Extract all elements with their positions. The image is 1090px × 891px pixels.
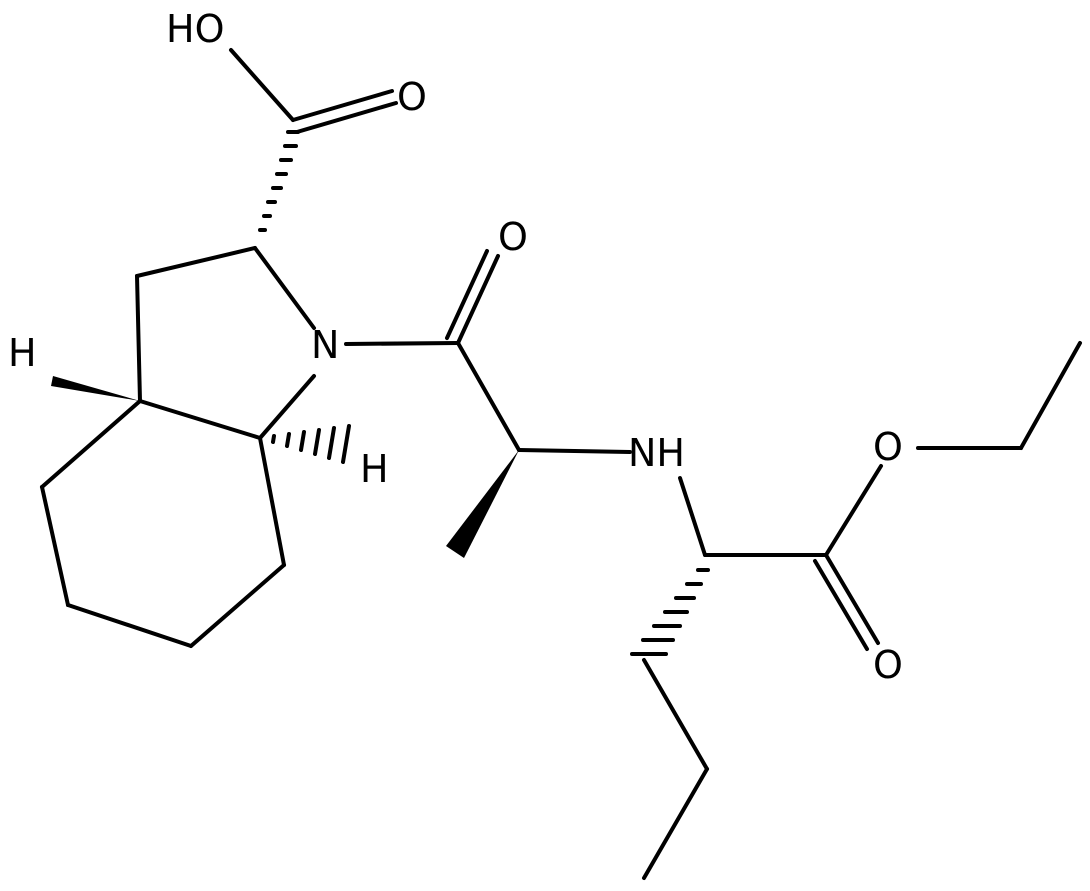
bond-c2-n xyxy=(253,246,316,330)
label-ester-oxygen: O xyxy=(873,425,903,469)
label-amine: NH xyxy=(628,431,685,475)
wedge-h3a xyxy=(51,376,140,401)
label-h-3a: H xyxy=(8,331,37,375)
hash-propyl xyxy=(630,568,710,656)
bond-n-camide xyxy=(344,341,460,346)
bond-nh-cbeta xyxy=(678,476,707,557)
bond-n-c7a xyxy=(258,374,316,440)
label-ring-nitrogen: N xyxy=(311,323,339,367)
atom-labels: HO O O N H H NH O O xyxy=(8,7,903,687)
label-amide-oxygen: O xyxy=(498,215,528,259)
hash-h7a xyxy=(271,424,351,464)
bond-c4-c5 xyxy=(40,485,70,607)
bond-calpha-nh xyxy=(517,448,632,454)
label-acid-carbonyl-oxygen: O xyxy=(397,75,427,119)
acid-carbonyl-line-2 xyxy=(295,101,398,134)
acid-carbonyl-line-1 xyxy=(291,89,394,122)
ester-carbonyl-line-2 xyxy=(813,559,869,651)
bond-c5-c6 xyxy=(66,603,193,648)
label-ester-carbonyl-oxygen: O xyxy=(873,643,903,687)
bond-propyl-1 xyxy=(642,658,709,771)
bond-cester-oester xyxy=(824,464,883,557)
bond-c3a-c7a xyxy=(138,399,262,440)
ester-carbonyl-line-1 xyxy=(824,553,880,645)
label-hydroxyl: HO xyxy=(166,7,224,51)
bond-propyl-2 xyxy=(642,767,709,880)
bond-c3a-c4 xyxy=(40,399,142,489)
bond-oh-c xyxy=(229,48,295,122)
plain-bonds xyxy=(40,48,1082,880)
label-h-7a: H xyxy=(360,447,389,491)
double-bonds xyxy=(291,89,880,651)
bond-ch2-ch3 xyxy=(1019,341,1082,450)
wedge-methyl xyxy=(446,450,519,558)
bond-c6-c7 xyxy=(189,563,286,648)
hash-bonds xyxy=(258,130,710,656)
bond-camide-calpha xyxy=(456,341,521,452)
amide-carbonyl-line-1 xyxy=(456,254,500,345)
hash-c2-cooh xyxy=(258,130,300,232)
amide-carbonyl-line-2 xyxy=(445,249,489,340)
bond-c7-c7a xyxy=(258,436,286,567)
bond-c2-ch2 xyxy=(135,246,257,278)
wedge-bonds xyxy=(51,376,519,558)
bond-ch2-c3a xyxy=(135,274,142,403)
